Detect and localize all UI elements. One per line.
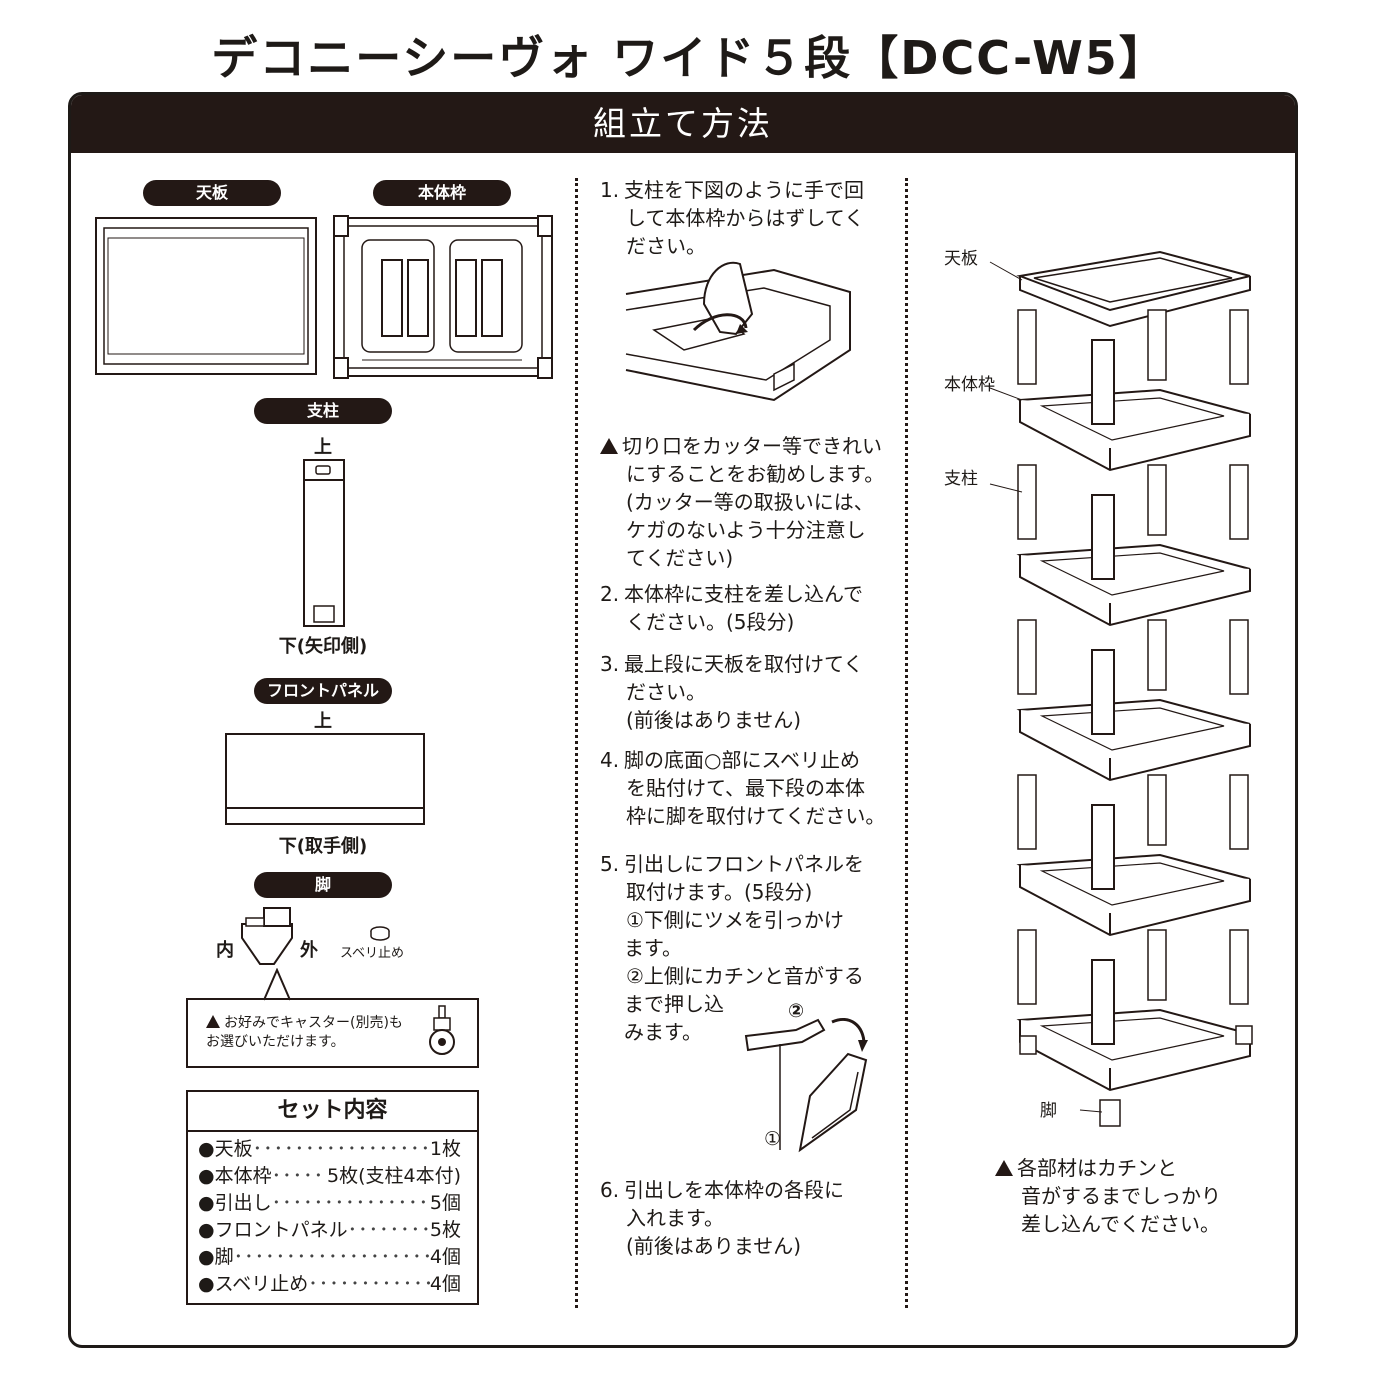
- panel-attach-illustration: [744, 1018, 868, 1153]
- warning-block: 切り口をカッター等できれい にすることをお勧めします。 (カッター等の取扱いには…: [600, 432, 890, 572]
- leg-illustration: [241, 907, 293, 965]
- diagram-pillar-label: 支柱: [944, 469, 978, 489]
- pillar-twist-illustration: [625, 261, 851, 402]
- mark-1: ①: [764, 1128, 782, 1150]
- kit-item: ●スベリ止め4個: [188, 1271, 477, 1298]
- frame-label: 本体枠: [373, 180, 511, 206]
- pillar-illustration: [303, 459, 345, 627]
- warning-icon: [995, 1160, 1013, 1176]
- kit-item: ●フロントパネル5枚: [188, 1217, 477, 1244]
- diagram-leg-label: 脚: [1040, 1101, 1057, 1121]
- pillar-top-label: 上: [314, 437, 332, 458]
- front-panel-label: フロントパネル: [254, 678, 392, 704]
- slip-stop-icon: [370, 926, 390, 941]
- section-title: 組立て方法: [71, 95, 1295, 153]
- panel-top-label: 上: [314, 711, 332, 732]
- instruction-frame: 組立て方法: [68, 92, 1298, 1348]
- pillar-bottom-label: 下(矢印側): [278, 636, 368, 657]
- diagram-frame-label: 本体枠: [944, 375, 995, 395]
- leg-inner-label: 内: [216, 940, 234, 961]
- step-5: 5.引出しにフロントパネルを 取付けます。(5段分) ①下側にツメを引っかけ ま…: [600, 852, 864, 1044]
- slip-stop-label: スベリ止め: [339, 946, 405, 961]
- page-title: デコニーシーヴォ ワイド５段【DCC-W5】: [211, 31, 1167, 85]
- pillar-label: 支柱: [254, 398, 392, 424]
- panel-bottom-label: 下(取手側): [278, 836, 368, 857]
- frame-illustration: [333, 215, 553, 379]
- step-3: 3.最上段に天板を取付けてく ださい。 (前後はありません): [600, 652, 864, 732]
- step-6: 6.引出しを本体枠の各段に 入れます。 (前後はありません): [600, 1178, 844, 1258]
- diagram-top-board-label: 天板: [944, 249, 978, 269]
- kit-title: セット内容: [188, 1092, 477, 1132]
- kit-item: ●引出し5個: [188, 1190, 477, 1217]
- assembly-note: 各部材はカチンと 音がするまでしっかり 差し込んでください。: [995, 1154, 1275, 1238]
- column-divider: [905, 178, 908, 1308]
- kit-item: ●本体枠5枚(支柱4本付): [188, 1163, 477, 1190]
- leg-label: 脚: [254, 872, 392, 898]
- leg-outer-label: 外: [300, 940, 318, 961]
- callout-pointer: [263, 968, 291, 1001]
- front-panel-illustration: [225, 733, 425, 825]
- caster-icon: [429, 1005, 455, 1055]
- warning-icon: [600, 438, 618, 454]
- kit-contents-box: セット内容 ●天板1枚 ●本体枠5枚(支柱4本付) ●引出し5個 ●フロントパネ…: [186, 1090, 479, 1305]
- mark-2: ②: [788, 1000, 805, 1022]
- step-1: 1.支柱を下図のように手で回 して本体枠からはずしてく ださい。: [600, 178, 865, 258]
- top-board-illustration: [95, 217, 317, 375]
- caster-note: お好みでキャスター(別売)も お選びいただけます。: [186, 998, 479, 1068]
- step-4: 4.脚の底面○部にスベリ止め を貼付けて、最下段の本体 枠に脚を取付けてください…: [600, 748, 886, 828]
- column-divider: [575, 178, 578, 1308]
- assembly-diagram: [989, 250, 1253, 1127]
- top-board-label: 天板: [143, 180, 281, 206]
- kit-item: ●天板1枚: [188, 1136, 477, 1163]
- warning-icon: [206, 1015, 220, 1028]
- step-2: 2.本体枠に支柱を差し込んで ください。(5段分): [600, 582, 863, 634]
- kit-item: ●脚4個: [188, 1244, 477, 1271]
